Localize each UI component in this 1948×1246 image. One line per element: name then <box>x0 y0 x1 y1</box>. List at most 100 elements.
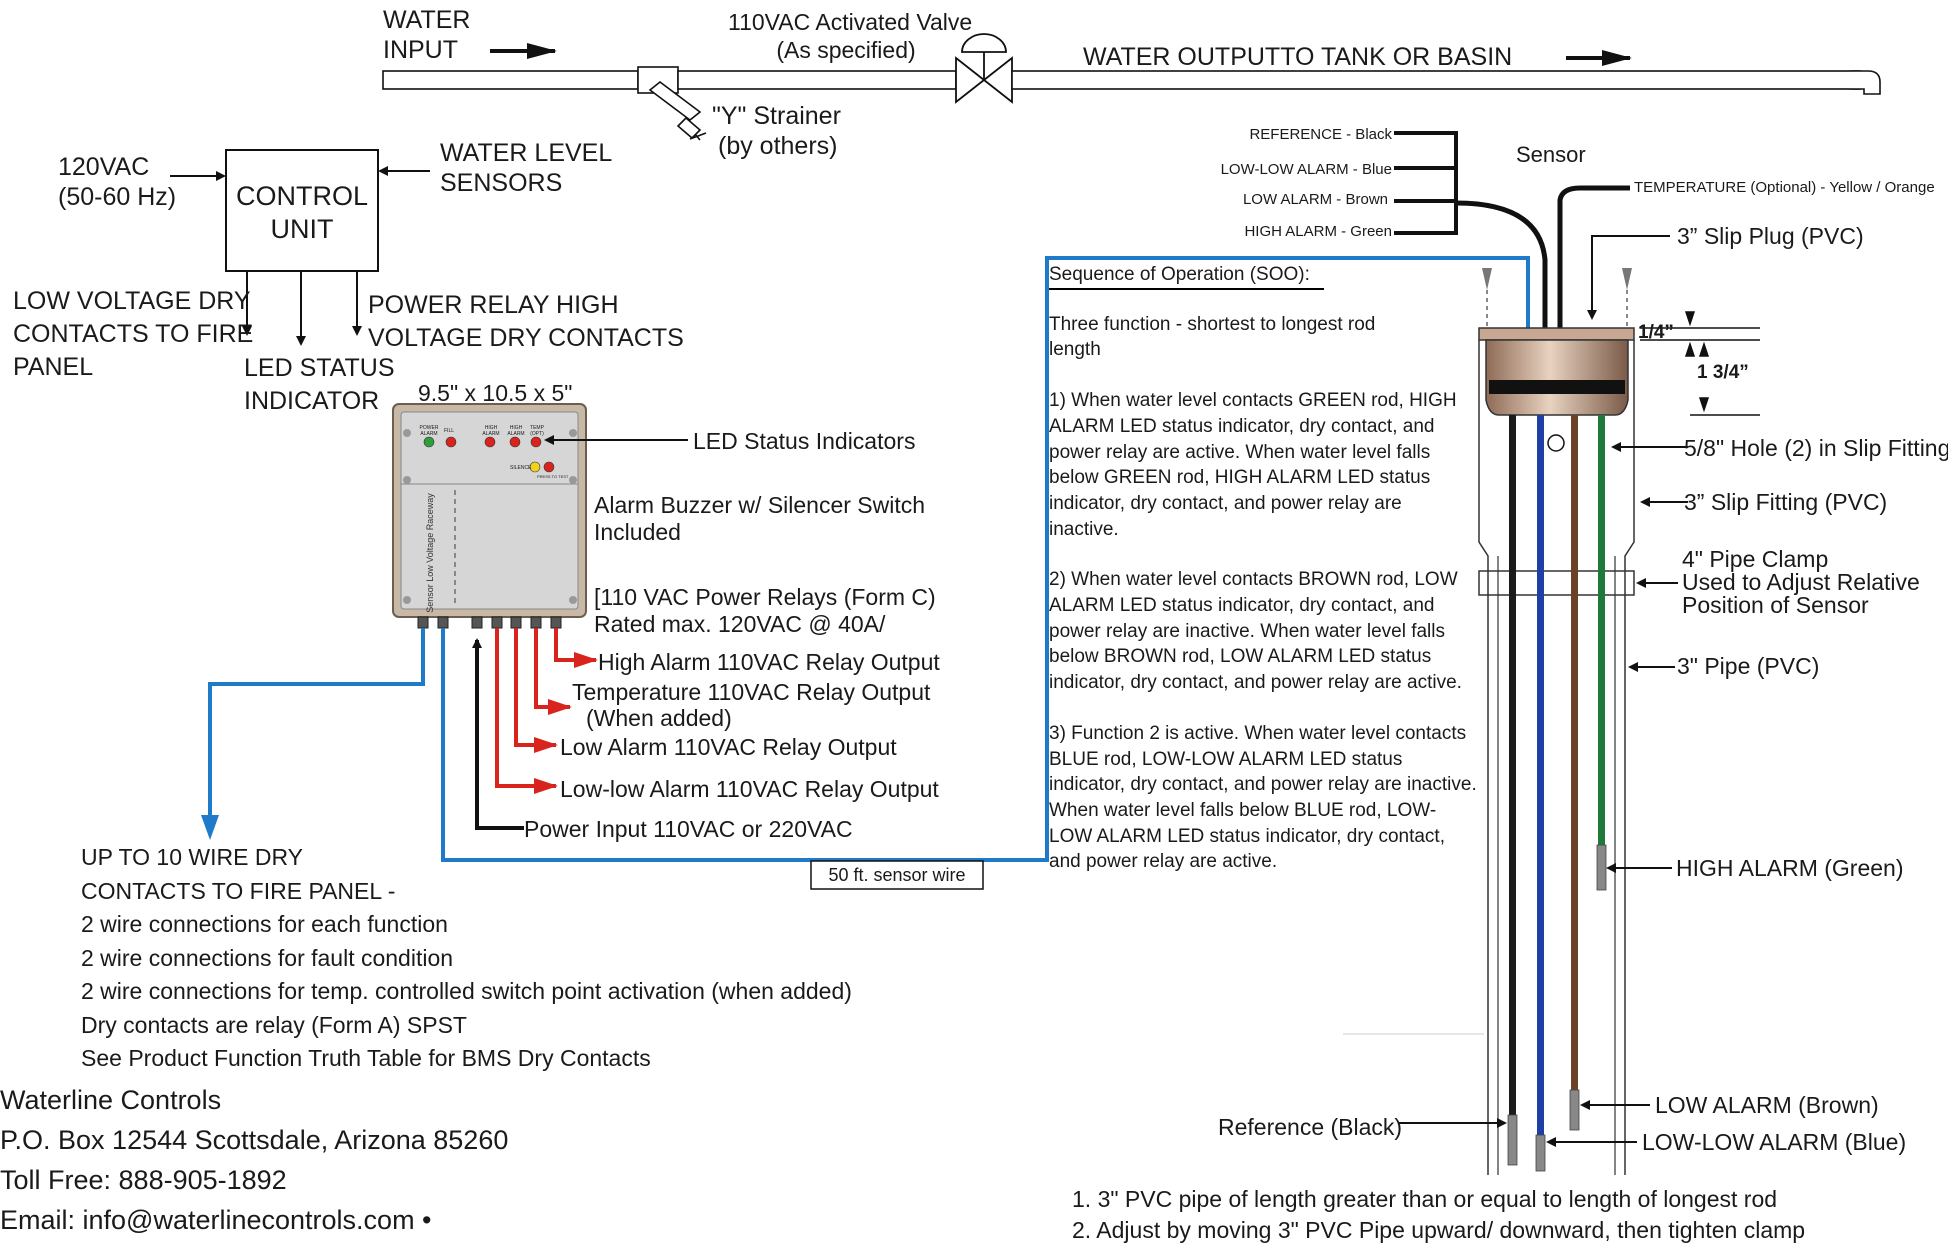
company-name: Waterline Controls <box>0 1085 222 1115</box>
dim-134-label: 1 3/4” <box>1697 362 1749 383</box>
temperature-wire-label: TEMPERATURE (Optional) - Yellow / Orange <box>1634 179 1935 196</box>
screw-icon <box>569 476 577 484</box>
valve-label-line: 110VAC Activated Valve <box>728 9 973 35</box>
wire-bracket <box>1394 131 1458 235</box>
led-line: LED STATUS <box>244 354 395 382</box>
lowlow-rod-label: LOW-LOW ALARM (Blue) <box>1642 1129 1907 1155</box>
wire-reference-label: REFERENCE - Black <box>1249 126 1392 143</box>
power-in-label: 120VAC (50-60 Hz) <box>58 152 176 212</box>
slip-plug-body <box>1485 339 1629 416</box>
soo-paragraph: 3) Function 2 is active. When water leve… <box>1049 722 1477 873</box>
relays-line: [110 VAC Power Relays (Form C) <box>594 584 936 610</box>
led-status-label: LED STATUS INDICATOR <box>244 352 395 418</box>
dry-contacts-line: UP TO 10 WIRE DRY <box>81 844 303 870</box>
power-relay-label: POWER RELAY HIGH VOLTAGE DRY CONTACTS <box>368 289 684 355</box>
valve-label: 110VAC Activated Valve (As specified) <box>728 8 973 64</box>
power-input-label: Power Input 110VAC or 220VAC <box>524 816 853 842</box>
valve-label-line: (As specified) <box>776 37 916 63</box>
dry-contact-wire <box>208 628 425 830</box>
dry-contacts-line: Dry contacts are relay (Form A) SPST <box>81 1011 467 1038</box>
water-pipeline <box>382 33 1881 141</box>
strainer-cap-icon <box>676 116 707 141</box>
high-alarm-output-label: High Alarm 110VAC Relay Output <box>598 649 940 675</box>
screw-icon <box>1622 268 1632 290</box>
notes-block: 1. 3" PVC pipe of length greater than or… <box>1072 1184 1805 1246</box>
company-email: Email: info@waterlinecontrols.com • <box>0 1205 432 1235</box>
dry-contacts-line: 2 wire connections for fault condition <box>81 944 454 971</box>
led-label-high: HIGH ALARM <box>482 425 500 437</box>
led-red <box>509 436 521 448</box>
led-label-power: POWER ALARM <box>419 425 439 437</box>
screw-icon <box>1482 268 1492 290</box>
led-status-callout: LED Status Indicators <box>693 428 916 454</box>
dry-contacts-list: UP TO 10 WIRE DRY CONTACTS TO FIRE PANEL… <box>81 841 852 1076</box>
dim-quarter-label: 1/4” <box>1638 322 1674 343</box>
strainer-label: "Y" Strainer (by others) <box>712 101 841 161</box>
led-red <box>445 436 457 448</box>
slip-fitting-label: 3” Slip Fitting (PVC) <box>1684 489 1888 515</box>
control-unit-title: CONTROL UNIT <box>226 180 378 246</box>
rod-brown <box>1571 415 1578 1090</box>
clamp-line: 4" Pipe Clamp <box>1682 546 1829 572</box>
screw-icon <box>403 476 411 484</box>
power-input-wire <box>472 638 524 830</box>
outlet-elbow-icon <box>1850 70 1881 95</box>
rod-tips <box>1507 844 1607 1172</box>
control-unit-box <box>225 149 379 272</box>
control-unit-block <box>170 149 430 346</box>
relays-callout: [110 VAC Power Relays (Form C) Rated max… <box>594 584 936 638</box>
led-yellow <box>529 461 541 473</box>
low-alarm-output-label: Low Alarm 110VAC Relay Output <box>560 734 897 760</box>
relays-line: Rated max. 120VAC @ 40A/ <box>594 611 886 637</box>
enclosure-face <box>400 411 579 610</box>
dry-contact-arrow-icon <box>201 815 219 840</box>
enclosure-drawing <box>392 403 587 629</box>
sensor-wire <box>441 256 1530 862</box>
y-strainer-icon <box>648 80 702 122</box>
led-red <box>530 436 542 448</box>
relay-line: VOLTAGE DRY CONTACTS <box>368 324 684 352</box>
clamp-line: Position of Sensor <box>1682 592 1869 618</box>
sequence-of-operation: Sequence of Operation (SOO): Three funct… <box>1049 262 1479 900</box>
sensors-line: WATER LEVEL <box>440 139 613 167</box>
hole-label: 5/8" Hole (2) in Slip Fitting <box>1684 435 1948 461</box>
relay-output-wires <box>495 628 598 794</box>
low-voltage-label: LOW VOLTAGE DRY CONTACTS TO FIRE PANEL <box>13 285 253 384</box>
lowlow-output-label: Low-low Alarm 110VAC Relay Output <box>560 776 939 802</box>
slip-plug-label: 3” Slip Plug (PVC) <box>1677 223 1864 249</box>
buzzer-callout: Alarm Buzzer w/ Silencer Switch Included <box>594 492 925 546</box>
control-unit-line: CONTROL <box>235 181 368 211</box>
water-input-line: WATER <box>383 6 471 34</box>
lv-line: CONTACTS TO FIRE <box>13 320 254 348</box>
water-output-label: WATER OUTPUTTO TANK OR BASIN <box>1083 43 1513 71</box>
silence-label: SILENCE <box>510 465 532 471</box>
screw-icon <box>569 429 577 437</box>
pipe-clamp-label: 4" Pipe Clamp Used to Adjust Relative Po… <box>1682 548 1920 617</box>
relay-line: POWER RELAY HIGH <box>368 291 619 319</box>
raceway-label: Sensor Low Voltage Raceway <box>425 493 435 613</box>
sensor-wire-label-box <box>810 860 984 890</box>
strainer-label-line: "Y" Strainer <box>712 102 841 130</box>
high-alarm-rod-label: HIGH ALARM (Green) <box>1676 855 1904 881</box>
note-line: 2. Adjust by moving 3" PVC Pipe upward/ … <box>1072 1217 1806 1243</box>
strainer-label-line: (by others) <box>718 132 838 160</box>
wire-low-label: LOW ALARM - Brown <box>1242 191 1388 208</box>
note-line: 1. 3" PVC pipe of length greater than or… <box>1072 1186 1778 1212</box>
dry-contacts-line: CONTACTS TO FIRE PANEL - <box>81 877 396 904</box>
temp-out-line: Temperature 110VAC Relay Output <box>572 679 931 705</box>
soo-paragraph: 2) When water level contacts BROWN rod, … <box>1049 569 1462 694</box>
soo-paragraph: 1) When water level contacts GREEN rod, … <box>1049 390 1457 540</box>
press-to-test-label: PRESS TO TEST <box>537 474 569 479</box>
sensor-wire-label: 50 ft. sensor wire <box>828 865 966 885</box>
soo-heading: Sequence of Operation (SOO): <box>1049 262 1324 290</box>
dry-contacts-line: See Product Function Truth Table for BMS… <box>81 1045 651 1071</box>
soo-paragraph: Three function - shortest to longest rod… <box>1049 313 1376 361</box>
water-input-label: WATER INPUT <box>383 5 471 65</box>
led-red <box>543 461 555 473</box>
sensor-callout-arrows <box>1398 235 1688 1147</box>
company-block: Waterline Controls P.O. Box 12544 Scotts… <box>0 1080 508 1240</box>
wire-high-label: HIGH ALARM - Green <box>1244 223 1392 240</box>
led-label-fill: FILL <box>444 428 455 434</box>
temp-out-line: (When added) <box>586 705 732 731</box>
company-phone: Toll Free: 888-905-1892 <box>0 1165 287 1195</box>
